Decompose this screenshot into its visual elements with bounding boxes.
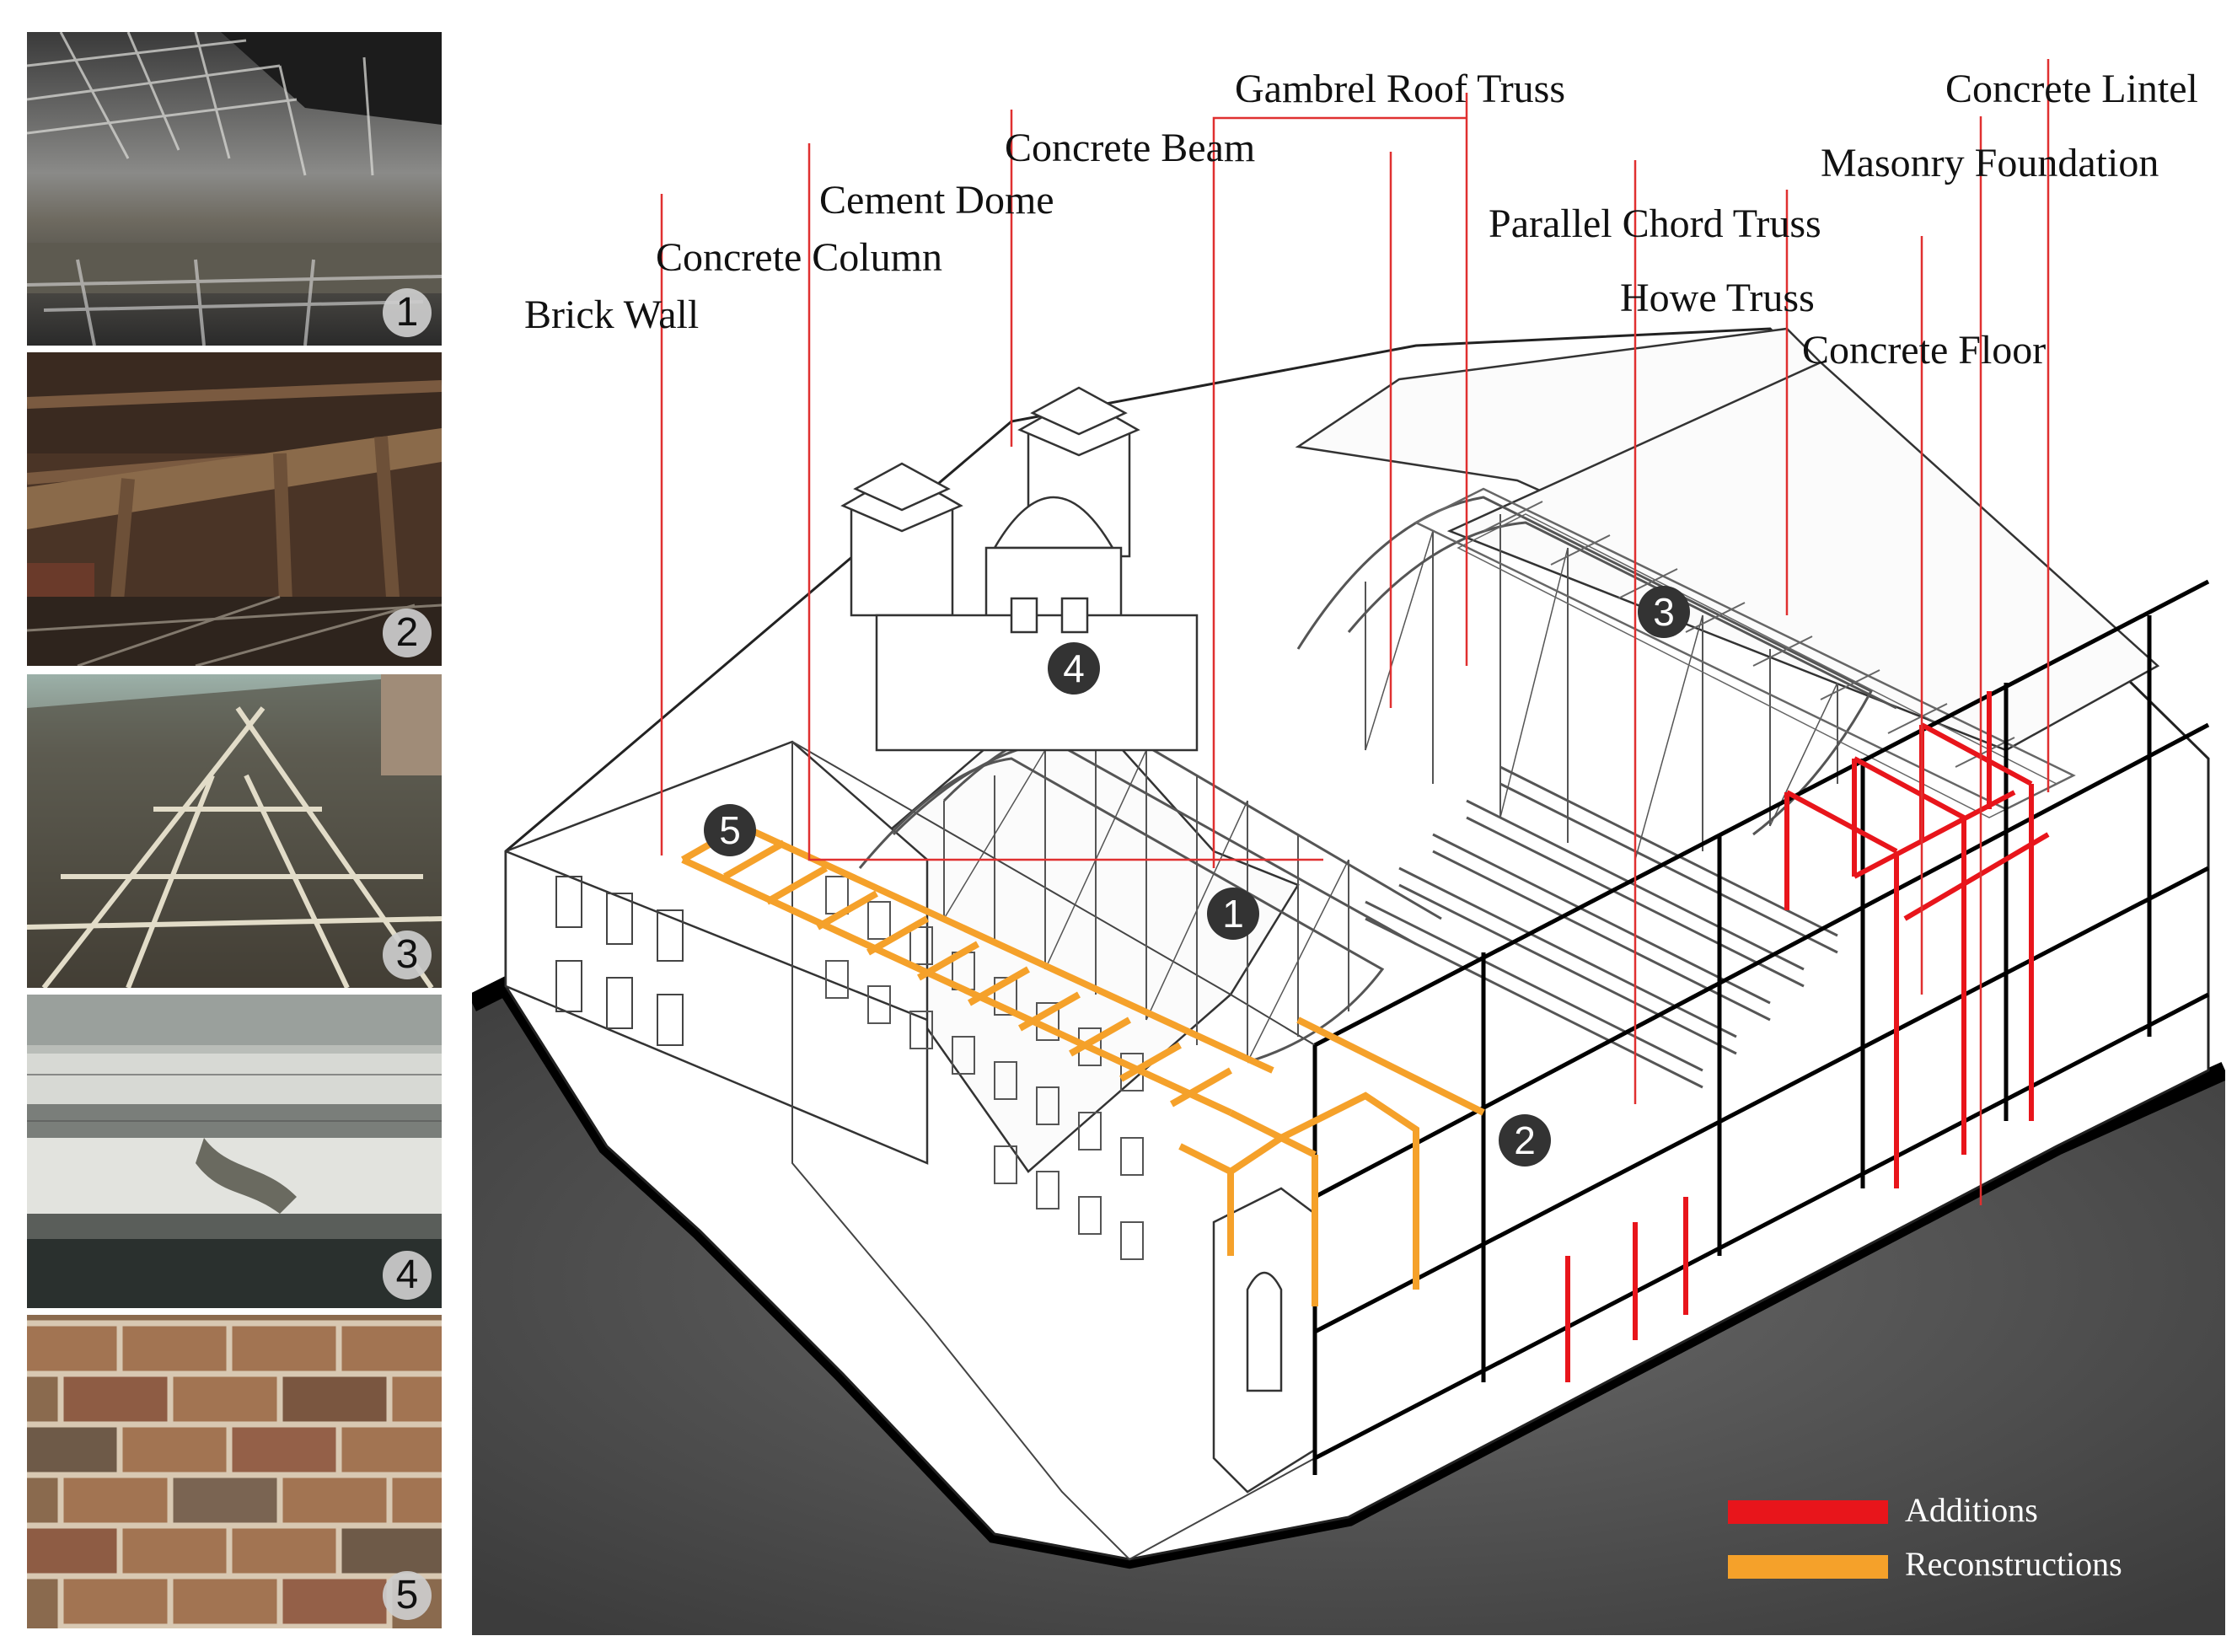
label-gambrel-roof-truss: Gambrel Roof Truss bbox=[1235, 67, 1566, 111]
label-concrete-column: Concrete Column bbox=[656, 235, 942, 280]
additions-elements bbox=[1565, 691, 2050, 1382]
number-markers bbox=[704, 586, 1690, 1167]
ground-section bbox=[472, 986, 2225, 1635]
legend-additions-label: Additions bbox=[1905, 1491, 2038, 1529]
photo-number-badge: 3 bbox=[383, 931, 432, 979]
label-parallel-chord-truss: Parallel Chord Truss bbox=[1489, 201, 1821, 246]
leader-lines bbox=[660, 59, 2050, 1205]
section-cut bbox=[1312, 579, 2210, 1475]
legend-reconstructions-swatch bbox=[1728, 1555, 1888, 1579]
photo-number-badge: 2 bbox=[383, 609, 432, 657]
label-brick-wall: Brick Wall bbox=[524, 292, 700, 337]
photo-number-badge: 4 bbox=[383, 1251, 432, 1300]
label-masonry-foundation: Masonry Foundation bbox=[1821, 141, 2159, 185]
photo-number-badge: 1 bbox=[383, 288, 432, 337]
legend-reconstructions-label: Reconstructions bbox=[1905, 1545, 2122, 1583]
parallel-chord-truss-group bbox=[1365, 765, 1838, 1089]
label-concrete-beam: Concrete Beam bbox=[1005, 126, 1256, 170]
marker-2: 2 bbox=[1514, 1118, 1536, 1162]
label-howe-truss: Howe Truss bbox=[1620, 276, 1815, 320]
legend-additions-swatch bbox=[1728, 1500, 1888, 1524]
marker-5: 5 bbox=[719, 808, 741, 852]
reconstructions-elements bbox=[681, 823, 1485, 1306]
label-concrete-lintel: Concrete Lintel bbox=[1945, 67, 2198, 111]
building-drawing: 1 2 3 4 5 bbox=[472, 25, 2225, 1635]
marker-1: 1 bbox=[1222, 892, 1244, 936]
photo-concrete-beam: 4 bbox=[27, 995, 442, 1308]
photo-parallel-chord-truss: 2 bbox=[27, 352, 442, 666]
photo-gambrel-roof-truss: 1 bbox=[27, 32, 442, 346]
label-cement-dome: Cement Dome bbox=[819, 178, 1054, 223]
axonometric-building-diagram: 1 2 3 4 5 Gambrel Roof Truss Concrete Li… bbox=[472, 25, 2225, 1635]
photo-number-badge: 5 bbox=[383, 1571, 432, 1620]
photo-howe-truss: 3 bbox=[27, 674, 442, 988]
marker-3: 3 bbox=[1653, 590, 1675, 634]
marker-4: 4 bbox=[1063, 646, 1085, 690]
cement-dome-towers bbox=[840, 386, 1199, 752]
label-concrete-floor: Concrete Floor bbox=[1802, 328, 2047, 373]
photo-brick-wall: 5 bbox=[27, 1315, 442, 1628]
